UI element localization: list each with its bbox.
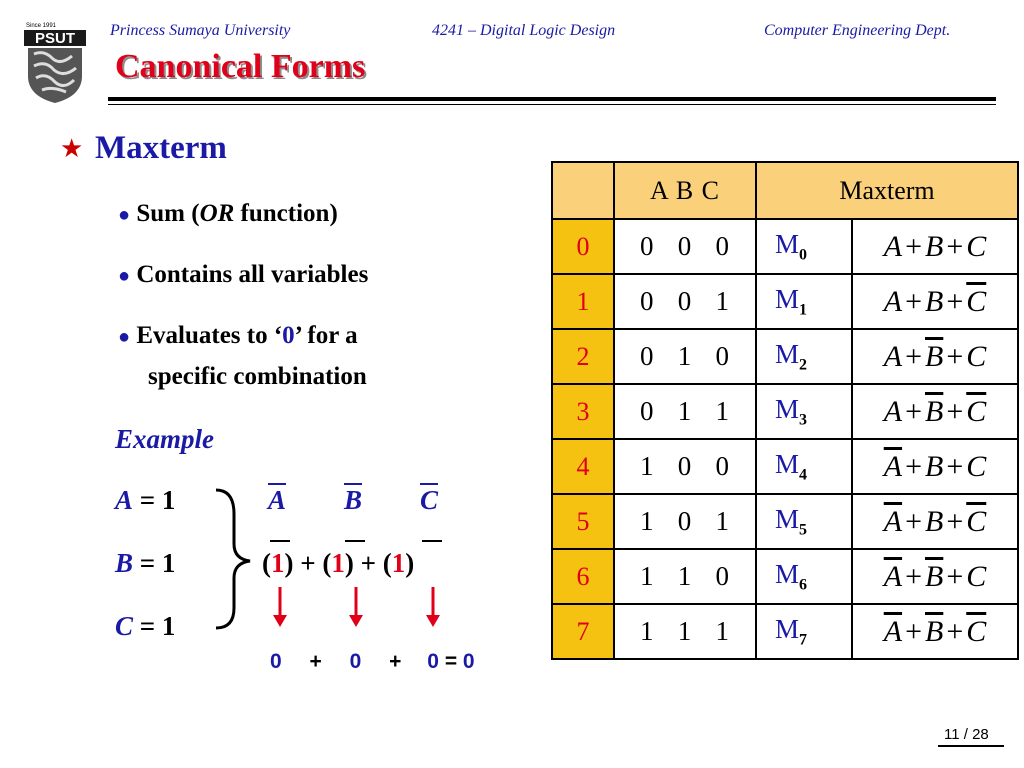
- title-rule-thin: [108, 104, 996, 105]
- row-maxterm-label: M0: [755, 218, 853, 275]
- row-index: 5: [551, 493, 615, 550]
- row-abc: 0 0 0: [613, 218, 757, 275]
- row-index: 6: [551, 548, 615, 605]
- logo-text: PSUT: [35, 30, 75, 47]
- row-index: 4: [551, 438, 615, 495]
- row-maxterm-expression: A+B+C: [851, 493, 1019, 550]
- header-maxterm: Maxterm: [755, 161, 1019, 220]
- row-maxterm-label: M4: [755, 438, 853, 495]
- header-blank-cell: [551, 161, 615, 220]
- row-abc: 1 0 1: [613, 493, 757, 550]
- star-bullet-icon: ★: [60, 134, 84, 163]
- row-maxterm-expression: A+B+C: [851, 328, 1019, 385]
- header-university: Princess Sumaya University: [110, 22, 291, 39]
- title-rule-thick: [108, 97, 996, 101]
- row-abc: 0 1 1: [613, 383, 757, 440]
- slide-title: Canonical Forms: [115, 48, 366, 85]
- page-number-rule: [938, 745, 1004, 747]
- brace-icon: [215, 488, 251, 630]
- bullet-contains: ● Contains all variables: [118, 261, 369, 288]
- assign-a: A = 1: [115, 485, 176, 515]
- row-abc: 1 1 1: [613, 603, 757, 660]
- row-maxterm-expression: A+B+C: [851, 218, 1019, 275]
- sum-row: 0 + 0 + 0 = 0: [270, 650, 475, 673]
- row-abc: 1 0 0: [613, 438, 757, 495]
- row-abc: 0 0 1: [613, 273, 757, 330]
- logo-since-text: Since 1991: [26, 23, 57, 29]
- header-abc: A B C: [613, 161, 757, 220]
- row-index: 0: [551, 218, 615, 275]
- term-expression: (1) + (1) + (1): [262, 548, 415, 578]
- bullet-dot-icon: ●: [118, 326, 131, 348]
- row-maxterm-label: M2: [755, 328, 853, 385]
- row-maxterm-expression: A+B+C: [851, 383, 1019, 440]
- row-maxterm-expression: A+B+C: [851, 548, 1019, 605]
- bullet-evaluates: ● Evaluates to ‘0’ for a: [118, 322, 358, 349]
- down-arrows: [273, 587, 440, 627]
- assign-b: B = 1: [115, 548, 176, 578]
- bar-line: [270, 540, 290, 542]
- table-header-row: A B C Maxterm: [551, 161, 1019, 220]
- row-maxterm-label: M7: [755, 603, 853, 660]
- row-maxterm-label: M5: [755, 493, 853, 550]
- row-maxterm-expression: A+B+C: [851, 273, 1019, 330]
- header-course: 4241 – Digital Logic Design: [432, 22, 616, 39]
- assign-c: C = 1: [115, 611, 176, 641]
- bullet-dot-icon: ●: [118, 265, 131, 287]
- row-maxterm-label: M1: [755, 273, 853, 330]
- row-abc: 1 1 0: [613, 548, 757, 605]
- row-abc: 0 1 0: [613, 328, 757, 385]
- example-label: Example: [115, 424, 214, 454]
- complement-c: C: [420, 485, 439, 515]
- row-index: 1: [551, 273, 615, 330]
- row-maxterm-expression: A+B+C: [851, 603, 1019, 660]
- section-heading: Maxterm: [95, 130, 227, 166]
- page-number: 11 / 28: [944, 726, 989, 743]
- row-index: 2: [551, 328, 615, 385]
- header-department: Computer Engineering Dept.: [764, 22, 951, 39]
- bar-line: [422, 540, 442, 542]
- row-maxterm-label: M6: [755, 548, 853, 605]
- bullet-dot-icon: ●: [118, 204, 131, 226]
- row-index: 7: [551, 603, 615, 660]
- psut-logo: Since 1991 PSUT: [22, 20, 88, 104]
- row-maxterm-label: M3: [755, 383, 853, 440]
- bar-line: [345, 540, 365, 542]
- row-maxterm-expression: A+B+C: [851, 438, 1019, 495]
- bullet-sum: ● Sum (OR function): [118, 200, 338, 227]
- row-index: 3: [551, 383, 615, 440]
- complement-a: A: [268, 485, 287, 515]
- bullet-evaluates-line2: specific combination: [148, 363, 367, 390]
- complement-b: B: [344, 485, 363, 515]
